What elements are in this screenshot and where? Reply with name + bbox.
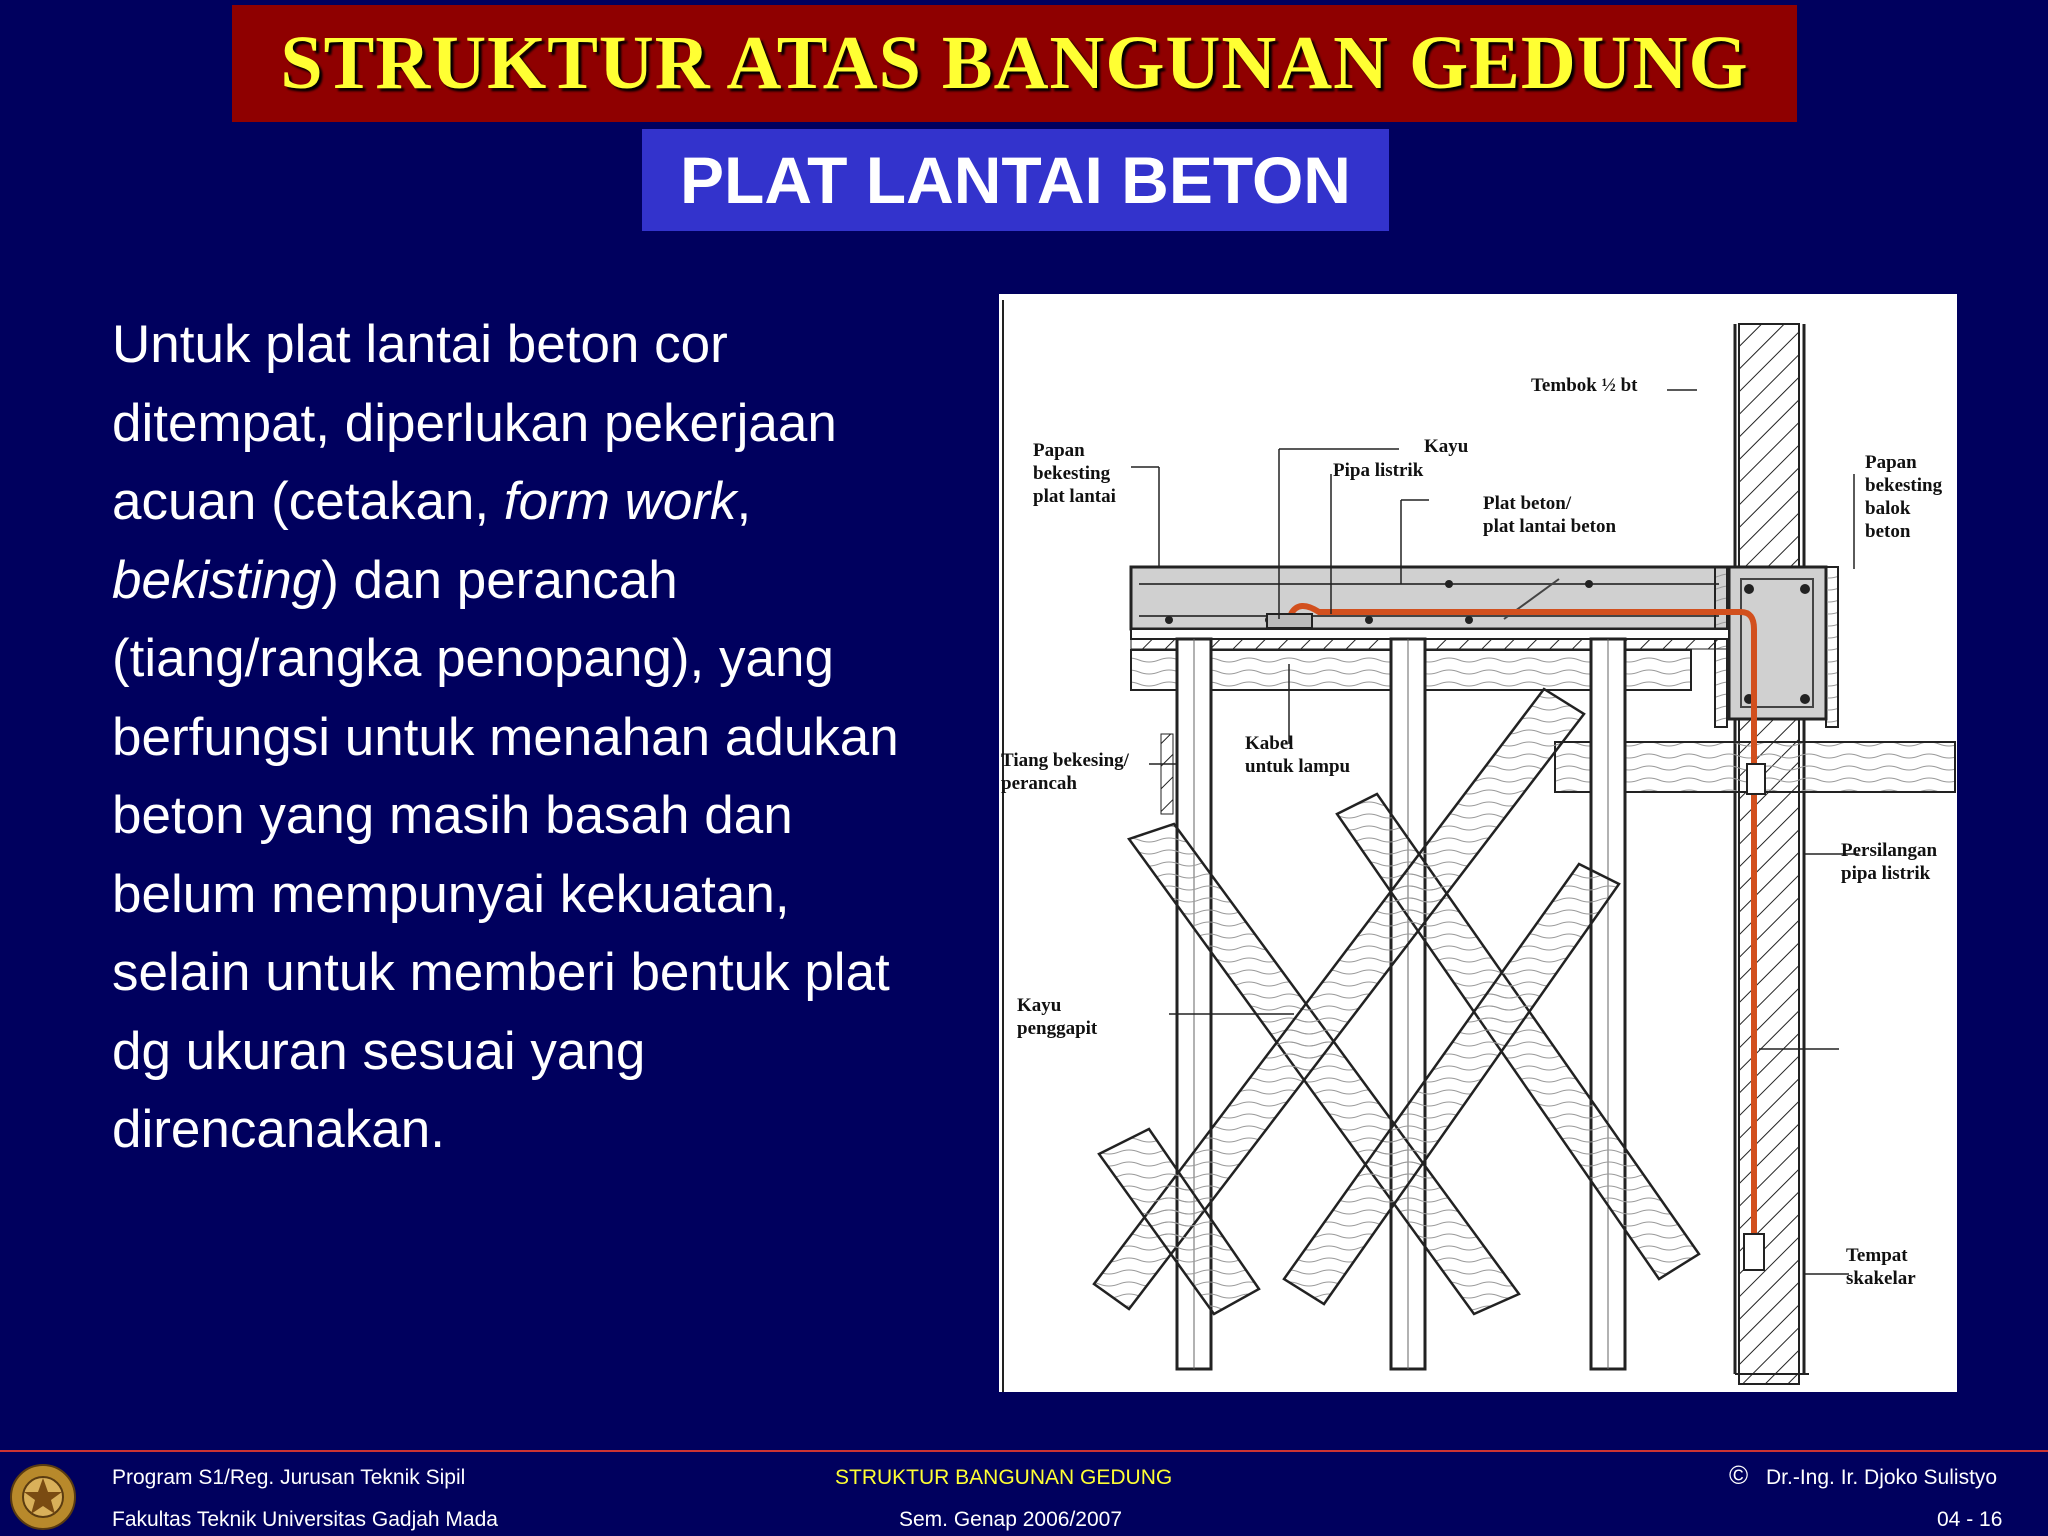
label-line: Papan [1865, 452, 1917, 473]
label-line: Papan [1033, 440, 1085, 461]
label-kayu: Kayu [1424, 436, 1469, 457]
footer-divider [0, 1450, 2048, 1452]
label-pipa-listrik: Pipa listrik [1333, 460, 1424, 481]
label-tiang: Tiang bekesing/ perancah [1001, 749, 1129, 795]
body-line: ditempat, diperlukan pekerjaan [112, 393, 837, 453]
label-line: penggapit [1017, 1018, 1098, 1039]
footer-program: Program S1/Reg. Jurusan Teknik Sipil [112, 1466, 466, 1489]
label-papan-balok: Papan bekesting balok beton [1865, 451, 1942, 543]
concrete-slab [1129, 565, 1731, 631]
body-line: direncanakan. [112, 1100, 445, 1159]
label-line: balok [1865, 498, 1911, 519]
body-text-segment: , [736, 472, 752, 531]
body-paragraph: Untuk plat lantai beton cor ditempat, di… [112, 306, 972, 1170]
subtitle-box: PLAT LANTAI BETON [642, 129, 1389, 231]
lamp-box [1266, 613, 1313, 629]
footer-semester: Sem. Genap 2006/2007 [899, 1508, 1123, 1531]
label-line: plat lantai beton [1483, 516, 1617, 537]
label-line: Plat beton/ [1483, 493, 1572, 514]
footer-course: STRUKTUR BANGUNAN GEDUNG [835, 1466, 1173, 1489]
label-line: Kabel [1245, 733, 1294, 754]
label-line: Tempat [1846, 1245, 1908, 1266]
copyright-icon: © [1729, 1460, 1749, 1490]
label-line: plat lantai [1033, 486, 1116, 507]
label-tempat-skakelar: Tempat skakelar [1846, 1244, 1916, 1290]
footer-page-number: 04 - 16 [1937, 1508, 2003, 1531]
diagonal-bracing [1092, 687, 1701, 1316]
label-line: untuk lampu [1245, 756, 1351, 777]
label-tembok: Tembok ½ bt [1531, 375, 1638, 396]
junction-box [1746, 763, 1766, 795]
label-kabel: Kabel untuk lampu [1245, 732, 1350, 778]
university-logo [10, 1464, 76, 1530]
formwork-drawing [1002, 300, 1956, 1392]
body-line: acuan (cetakan, form work, [112, 463, 972, 542]
slide-subtitle: PLAT LANTAI BETON [680, 143, 1351, 217]
formwork-diagram: Tembok ½ bt Papan bekesting plat lantai … [999, 294, 1957, 1392]
label-line: Persilangan [1841, 840, 1938, 861]
body-line: (tiang/rangka penopang), yang [112, 629, 834, 688]
body-italic-segment: form work [503, 472, 737, 531]
formwork-board [1130, 628, 1730, 640]
wall [1733, 323, 1809, 1385]
label-plat-beton: Plat beton/ plat lantai beton [1483, 492, 1616, 538]
body-line: beton yang masih basah dan [112, 786, 793, 845]
body-text-segment: acuan (cetakan, [112, 472, 504, 531]
label-line: perancah [1001, 773, 1077, 794]
label-persilangan: Persilangan pipa listrik [1841, 839, 1937, 885]
switch-box [1743, 1233, 1765, 1271]
label-line: bekesting [1033, 463, 1111, 484]
label-line: Tiang bekesing/ [1001, 750, 1129, 771]
label-kayu-penggapit: Kayu penggapit [1017, 994, 1097, 1040]
electric-pipe [1288, 603, 1757, 1234]
body-line: dg ukuran sesuai yang [112, 1021, 646, 1081]
footer-author: Dr.-Ing. Ir. Djoko Sulistyo [1766, 1466, 1998, 1489]
body-line: Untuk plat lantai beton cor [112, 315, 728, 374]
body-line: bekisting) dan perancah [112, 542, 972, 621]
leader-lines [1131, 389, 1859, 1275]
title-bar: STRUKTUR ATAS BANGUNAN GEDUNG [232, 5, 1797, 122]
body-text-segment: ) dan perancah [321, 550, 678, 610]
label-line: Kayu [1017, 995, 1062, 1016]
label-line: bekesting [1865, 475, 1943, 496]
slide-title: STRUKTUR ATAS BANGUNAN GEDUNG [280, 21, 1749, 105]
formwork-joist [1130, 638, 1730, 650]
body-line: belum mempunyai kekuatan, [112, 864, 790, 924]
label-line: pipa listrik [1841, 863, 1931, 884]
footer-faculty: Fakultas Teknik Universitas Gadjah Mada [112, 1508, 498, 1531]
body-line: selain untuk memberi bentuk plat [112, 943, 890, 1002]
concrete-beam [1714, 565, 1839, 728]
body-line: berfungsi untuk menahan adukan [112, 707, 899, 767]
label-papan-plat: Papan bekesting plat lantai [1033, 439, 1116, 508]
label-line: skakelar [1846, 1268, 1916, 1289]
label-line: beton [1865, 521, 1911, 542]
body-italic-segment: bekisting [112, 550, 322, 610]
